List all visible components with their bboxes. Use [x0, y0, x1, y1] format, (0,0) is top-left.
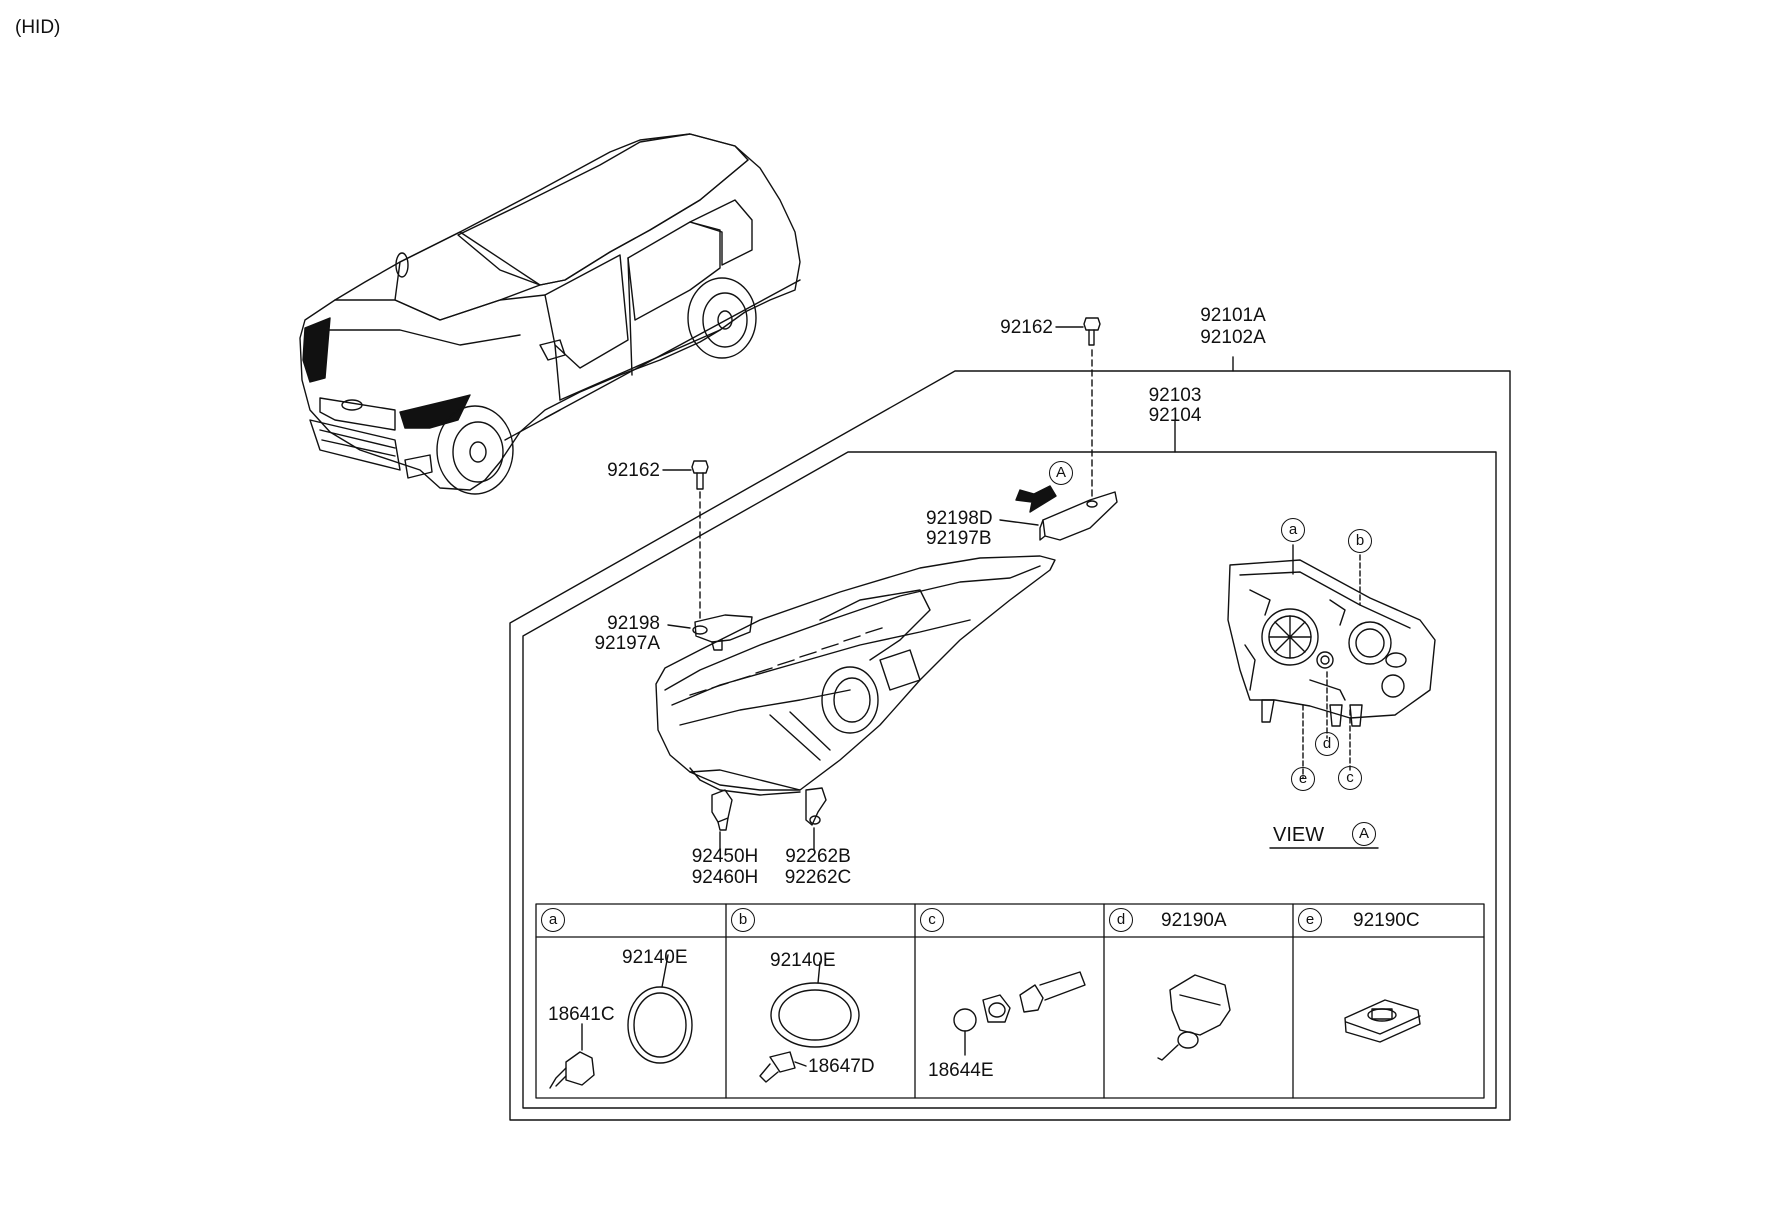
part-number-92140E-b: 92140E [770, 950, 836, 971]
detail-table-grid [535, 903, 1485, 1099]
table-key-e: e [1298, 908, 1322, 932]
view-marker-e: e [1291, 767, 1315, 791]
table-key-d: d [1109, 908, 1133, 932]
view-arrow [1015, 485, 1057, 513]
cell-e-art [1344, 999, 1421, 1043]
part-number-18644E: 18644E [928, 1060, 994, 1081]
view-marker-c: c [1338, 766, 1362, 790]
cell-b-art [759, 961, 860, 1083]
part-number-92198D: 92198D [926, 508, 993, 529]
part-number-92102A: 92102A [1200, 327, 1266, 348]
car-illustration [299, 133, 801, 495]
part-number-92198: 92198 [607, 613, 660, 634]
bolts [662, 317, 1101, 621]
part-number-92460H: 92460H [691, 867, 759, 888]
cell-d-art [1157, 974, 1231, 1061]
part-number-92197A: 92197A [594, 633, 660, 654]
assembly-frames [509, 356, 1511, 1121]
view-label: VIEW [1273, 824, 1325, 846]
part-number-92103: 92103 [1148, 385, 1202, 406]
table-key-c: c [920, 908, 944, 932]
bracket-right [999, 491, 1118, 541]
cell-c-art [953, 971, 1086, 1056]
table-key-a: a [541, 908, 565, 932]
part-number-18641C: 18641C [548, 1004, 615, 1025]
part-number-92197B: 92197B [926, 528, 992, 549]
headlamp-assembly [655, 555, 1056, 796]
view-marker-d: d [1315, 732, 1339, 756]
table-title-d: 92190A [1161, 910, 1227, 931]
view-arrow-marker: A [1049, 461, 1073, 485]
view-label-marker: A [1352, 822, 1376, 846]
table-key-b: b [731, 908, 755, 932]
socket-left [711, 789, 733, 851]
part-number-92104: 92104 [1148, 405, 1202, 426]
view-marker-a: a [1281, 518, 1305, 542]
socket-right [805, 787, 827, 851]
part-number-92262C: 92262C [784, 867, 852, 888]
table-title-e: 92190C [1353, 910, 1420, 931]
cell-a-art [549, 954, 693, 1089]
diagram-title: (HID) [15, 17, 61, 38]
view-marker-b: b [1348, 529, 1372, 553]
part-number-92101A: 92101A [1200, 305, 1266, 326]
part-number-92140E-a: 92140E [622, 947, 688, 968]
part-number-92450H: 92450H [691, 846, 759, 867]
bracket-left [667, 614, 753, 651]
part-number-bolt-top: 92162 [1000, 317, 1053, 338]
view-a-drawing [1227, 544, 1436, 849]
part-number-bolt-left: 92162 [607, 460, 660, 481]
part-number-18647D: 18647D [808, 1056, 875, 1077]
part-number-92262B: 92262B [785, 846, 851, 867]
